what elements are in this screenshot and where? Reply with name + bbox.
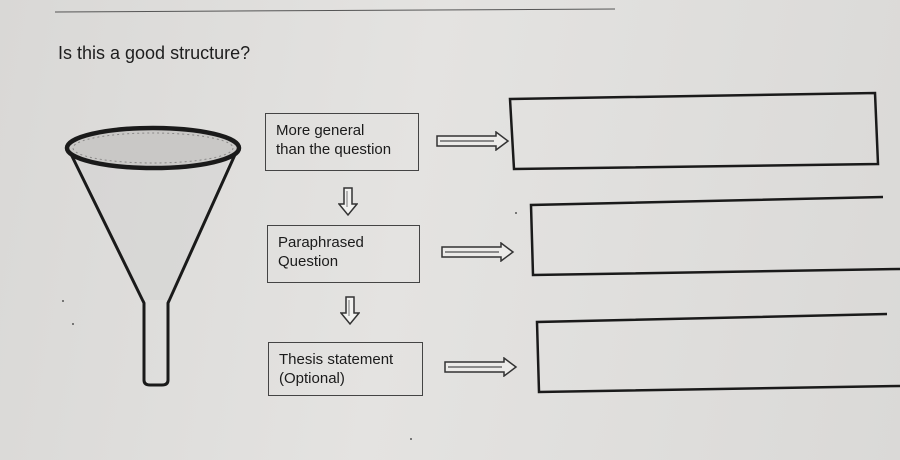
step-general-line2: than the question: [276, 141, 392, 158]
funnel-icon: [64, 125, 242, 387]
step-paraphrased-line2: Question: [278, 253, 339, 270]
step-general-line1: More general: [276, 122, 365, 139]
speck: [410, 438, 412, 440]
step-thesis-line2: (Optional): [279, 370, 345, 387]
speck: [72, 323, 74, 325]
top-rule: [55, 8, 615, 13]
arrow-down-icon: [338, 187, 358, 217]
step-box-thesis: Thesis statement (Optional): [268, 342, 423, 396]
answer-box-1[interactable]: [505, 90, 885, 172]
arrow-right-icon: [436, 131, 510, 151]
step-box-paraphrased: Paraphrased Question: [267, 225, 420, 283]
arrow-right-icon: [441, 242, 515, 262]
arrow-down-icon: [340, 296, 360, 326]
speck: [515, 212, 517, 214]
arrow-right-icon: [444, 357, 518, 377]
answer-box-2[interactable]: [525, 193, 900, 281]
speck: [62, 300, 64, 302]
question-heading: Is this a good structure?: [58, 43, 251, 63]
step-box-general: More general than the question: [265, 113, 419, 171]
answer-box-3[interactable]: [530, 308, 900, 398]
step-paraphrased-line1: Paraphrased: [278, 234, 364, 251]
step-thesis-line1: Thesis statement: [279, 351, 394, 368]
